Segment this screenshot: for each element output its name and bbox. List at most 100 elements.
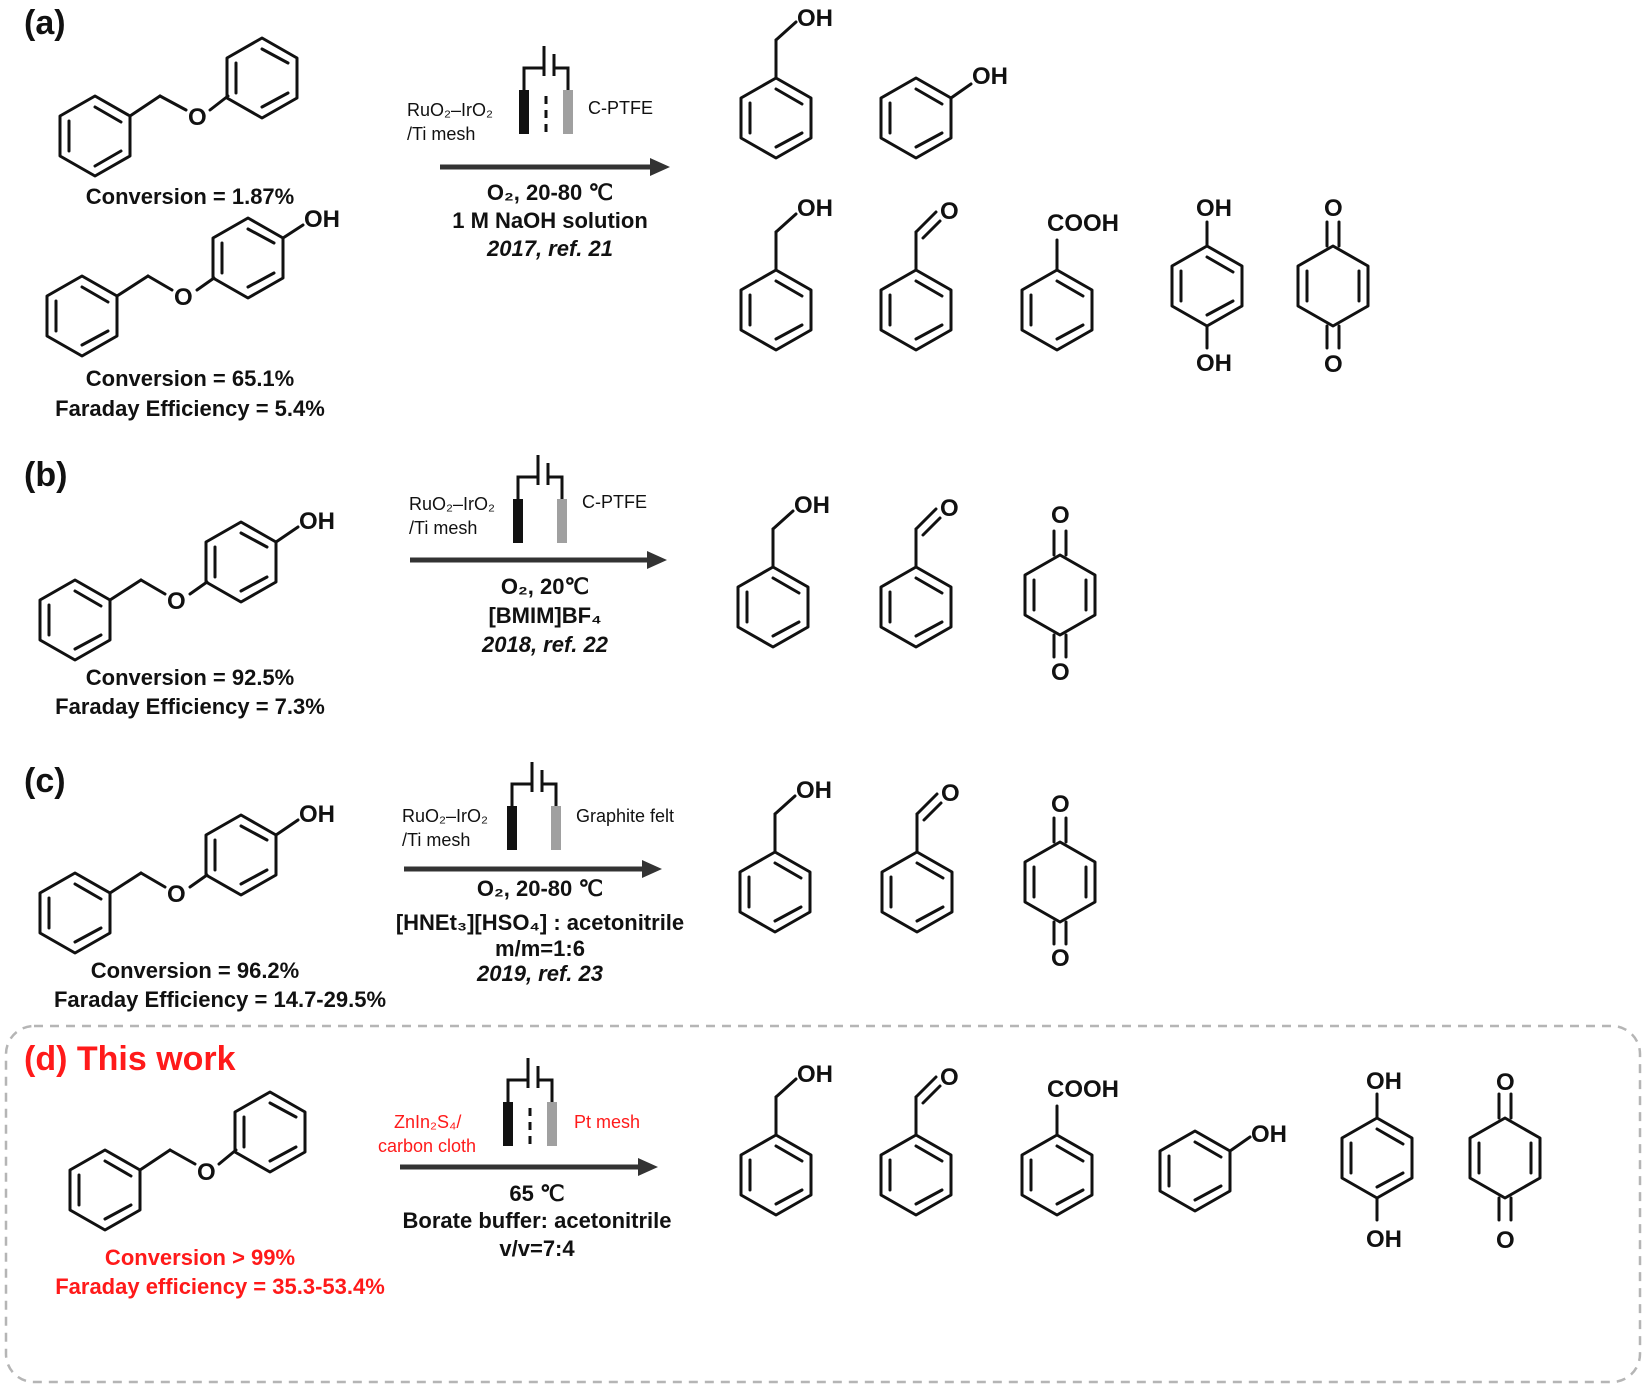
anode-wire-b <box>516 475 538 500</box>
benzyl-alcohol-c: OH <box>738 777 832 934</box>
cathode-wire-b <box>548 475 564 500</box>
anode-substrate-d: carbon cloth <box>378 1136 477 1156</box>
benzyl-alcohol-d: OH <box>739 1061 833 1217</box>
panel-label-d: (d) This work <box>24 1040 236 1078</box>
o-label: O <box>1051 791 1070 818</box>
o-label: O <box>1051 502 1070 529</box>
cathode-electrode-d <box>547 1102 557 1146</box>
benzyloxyphenol-b: O OH <box>38 508 335 662</box>
conditions-a2: 1 M NaOH solution <box>452 208 648 233</box>
oh-label: OH <box>794 492 830 519</box>
reference-a: 2017, ref. 21 <box>487 236 613 261</box>
faraday-efficiency-b: Faraday Efficiency = 7.3% <box>55 694 325 719</box>
arrowhead-c <box>642 860 662 878</box>
oh-label: OH <box>299 508 335 535</box>
benzaldehyde-c: O <box>880 780 960 934</box>
benzyloxyphenol-c: O OH <box>38 801 335 955</box>
benzoquinone-c: O O <box>1023 791 1097 972</box>
anode-substrate-a: /Ti mesh <box>407 124 476 144</box>
anode-electrode-d <box>503 1102 513 1146</box>
ether-o-label: O <box>167 881 186 908</box>
anode-label-b: RuO₂–IrO₂ <box>409 494 495 514</box>
anode-electrode-b <box>513 499 523 543</box>
cathode-electrode-a <box>563 90 573 134</box>
phenol-d: OH <box>1158 1121 1287 1213</box>
hydroquinone-d: OH OH <box>1340 1068 1414 1253</box>
cathode-wire-d <box>538 1078 554 1103</box>
arrowhead-b <box>647 551 667 569</box>
conditions-b1: O₂, 20℃ <box>500 574 590 599</box>
o-label: O <box>940 198 959 225</box>
benzyl-alcohol-a1: OH <box>739 5 833 160</box>
cathode-label-b: C-PTFE <box>582 492 647 512</box>
o-label: O <box>941 780 960 807</box>
cathode-label-d: Pt mesh <box>574 1112 641 1132</box>
conversion-b: Conversion = 92.5% <box>85 665 295 690</box>
anode-electrode-c <box>507 806 517 850</box>
ether-o-label: O <box>167 588 186 615</box>
benzaldehyde-b: O <box>879 495 959 649</box>
anode-label-a: RuO₂–IrO₂ <box>407 100 493 120</box>
conditions-a1: O₂, 20-80 ℃ <box>486 180 614 205</box>
oh-label: OH <box>1196 350 1232 377</box>
oh-label: OH <box>797 5 833 32</box>
o-label: O <box>1496 1227 1515 1254</box>
panel-label-b: (b) <box>24 456 68 494</box>
cathode-wire-a <box>554 66 570 91</box>
benzyl-phenyl-ether-d: O <box>68 1090 307 1232</box>
conditions-c1: O₂, 20-80 ℃ <box>476 876 604 901</box>
reference-b: 2018, ref. 22 <box>482 632 608 657</box>
hydroquinone-a: OH OH <box>1170 195 1244 377</box>
arrowhead-a <box>650 158 670 176</box>
oh-label: OH <box>304 206 340 233</box>
benzoic-acid-a: COOH <box>1020 210 1119 352</box>
cathode-electrode-b <box>557 499 567 543</box>
cathode-label-a: C-PTFE <box>588 98 653 118</box>
oh-label: OH <box>797 195 833 222</box>
faraday-efficiency-a: Faraday Efficiency = 5.4% <box>55 396 325 421</box>
conversion-a1: Conversion = 1.87% <box>85 184 295 209</box>
conditions-c3: m/m=1:6 <box>495 936 585 961</box>
benzyl-alcohol-a2: OH <box>739 195 833 352</box>
cooh-label: COOH <box>1047 210 1119 237</box>
anode-label-c: RuO₂–IrO₂ <box>402 806 488 826</box>
phenol-a: OH <box>879 63 1008 160</box>
ether-o-label: O <box>188 104 207 131</box>
anode-substrate-c: /Ti mesh <box>402 830 471 850</box>
conditions-c2: [HNEt₃][HSO₄] : acetonitrile <box>395 910 685 935</box>
reference-c: 2019, ref. 23 <box>477 961 603 986</box>
anode-substrate-b: /Ti mesh <box>409 518 478 538</box>
o-label: O <box>1496 1069 1515 1096</box>
anode-label-d: ZnIn₂S₄/ <box>394 1112 462 1132</box>
conversion-d: Conversion > 99% <box>104 1245 296 1270</box>
ether-o-label: O <box>197 1159 216 1186</box>
anode-electrode-a <box>519 90 529 134</box>
oh-label: OH <box>796 777 832 804</box>
benzyl-alcohol-b: OH <box>736 492 830 649</box>
this-work-frame <box>4 1024 1642 1384</box>
oh-label: OH <box>972 63 1008 90</box>
cathode-wire-c <box>542 782 558 807</box>
benzoquinone-a: O O <box>1296 195 1370 378</box>
ether-o-label: O <box>174 284 193 311</box>
oh-label: OH <box>1366 1226 1402 1253</box>
conversion-c: Conversion = 96.2% <box>90 958 300 983</box>
anode-wire-c <box>510 782 532 807</box>
benzaldehyde-a: O <box>879 198 959 352</box>
anode-wire-a <box>522 66 544 91</box>
conditions-d3: v/v=7:4 <box>499 1236 575 1261</box>
benzoquinone-b: O O <box>1023 502 1097 686</box>
benzaldehyde-d: O <box>879 1064 959 1217</box>
o-label: O <box>1051 945 1070 972</box>
arrowhead-d <box>638 1158 658 1176</box>
faraday-efficiency-c: Faraday Efficiency = 14.7-29.5% <box>53 987 387 1012</box>
oh-label: OH <box>1251 1121 1287 1148</box>
o-label: O <box>940 495 959 522</box>
panel-label-a: (a) <box>24 4 66 42</box>
conditions-d2: Borate buffer: acetonitrile <box>402 1208 672 1233</box>
faraday-efficiency-d: Faraday efficiency = 35.3-53.4% <box>55 1274 385 1299</box>
anode-wire-d <box>506 1078 528 1103</box>
benzyloxyphenol-a: O OH <box>45 206 340 358</box>
